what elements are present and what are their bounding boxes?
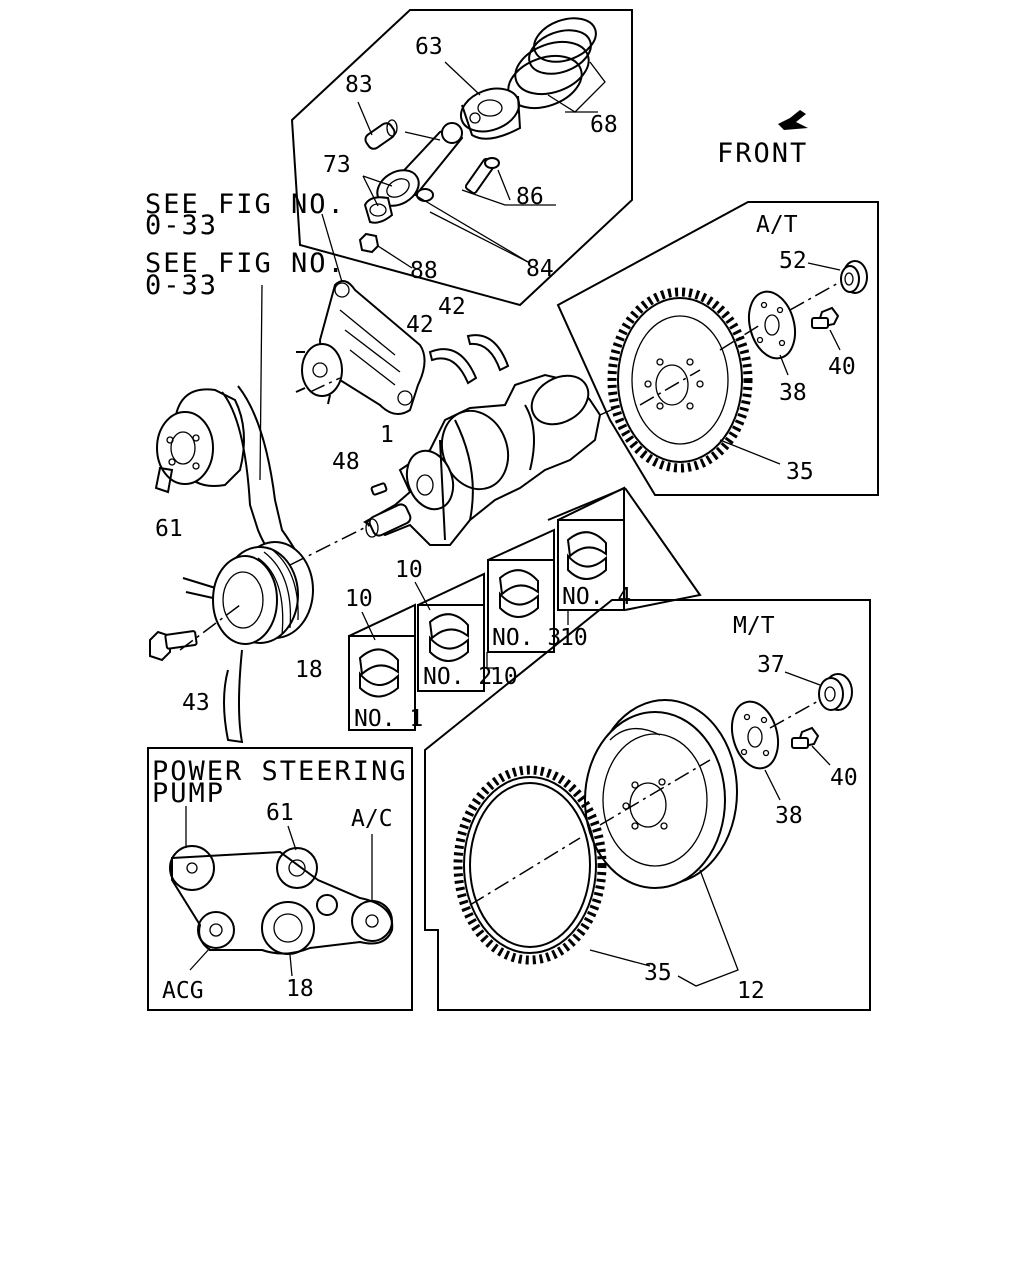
callout-84: 84 [526, 256, 554, 282]
crank-key [370, 482, 388, 496]
bearing-shell-no3 [498, 569, 539, 618]
callout-61: 61 [155, 516, 183, 542]
callout-mt-37: 37 [757, 652, 785, 678]
callout-10-no4: 10 [560, 625, 588, 651]
at-pilot-bushing [840, 260, 868, 294]
at-drive-plate [607, 287, 753, 473]
front-arrow-icon [778, 110, 808, 130]
bearing-shell-no4 [566, 531, 607, 580]
at-label: A/T [756, 212, 798, 238]
mt-flywheel [584, 699, 738, 889]
callout-86: 86 [516, 184, 544, 210]
callout-10-no2: 10 [395, 557, 423, 583]
bearing-shell-no1 [358, 648, 399, 698]
callout-10-no1: 10 [345, 586, 373, 612]
crank-pulley-upper [154, 388, 245, 494]
at-group: A/T [556, 201, 879, 496]
crank-pulley-inset [261, 901, 315, 955]
acg-pulley [197, 911, 235, 949]
callout-mt-38: 38 [775, 803, 803, 829]
callout-at-38: 38 [779, 380, 807, 406]
ac-label: A/C [351, 806, 393, 832]
bearing-no4-label: NO. 4 [562, 584, 631, 610]
crank-bolt [149, 630, 198, 662]
callout-88: 88 [410, 258, 438, 284]
crankshaft [363, 373, 602, 546]
callout-43: 43 [182, 690, 210, 716]
tensioner-pulley [316, 894, 338, 916]
piston-pin [364, 119, 398, 150]
mt-ring-gear [453, 765, 607, 965]
bearing-no2-label: NO. 2 [423, 664, 492, 690]
rod-bolt [464, 157, 500, 195]
see-fig-note-1-line2: 0-33 [145, 210, 218, 241]
connecting-rod [363, 122, 464, 224]
callout-at-35: 35 [786, 459, 814, 485]
callout-at-52: 52 [779, 248, 807, 274]
ps-pump-label-line1: POWER STEERING [152, 756, 408, 787]
water-pump-bracket [295, 280, 426, 415]
ps-pump-label-line2: PUMP [152, 778, 225, 809]
callout-73: 73 [323, 152, 351, 178]
callout-at-40: 40 [828, 354, 856, 380]
callout-mt-35: 35 [644, 960, 672, 986]
ac-compressor-pulley [351, 900, 393, 942]
acg-label: ACG [162, 978, 204, 1004]
callout-mt-40: 40 [830, 765, 858, 791]
see-fig-note-1-line1: SEE FIG NO. [145, 189, 346, 220]
ps-pump-pulley [169, 845, 215, 891]
front-label: FRONT [717, 138, 808, 169]
belt-routing-inset: POWER STEERING PUMP A/C ACG 61 18 [147, 649, 413, 1011]
inset-callout-18: 18 [286, 976, 314, 1002]
mt-flywheel-bolt [791, 726, 820, 749]
callout-10-no3: 10 [490, 664, 518, 690]
callout-18: 18 [295, 657, 323, 683]
see-fig-note-2-line2: 0-33 [145, 270, 218, 301]
bearing-no3-label: NO. 3 [492, 625, 561, 651]
callout-83: 83 [345, 72, 373, 98]
mt-reinforcement-plate [730, 700, 780, 770]
callout-1: 1 [380, 422, 394, 448]
mt-pilot-bearing [818, 673, 853, 711]
mt-group: M/T [424, 599, 871, 1011]
thrust-washers [428, 334, 510, 385]
callout-68: 68 [590, 112, 618, 138]
main-bearings: NO. 1 NO. 2 NO. 3 NO. 4 [348, 486, 702, 732]
bearing-shell-no2 [428, 613, 469, 662]
callout-63: 63 [415, 34, 443, 60]
callout-42-lower: 42 [406, 312, 434, 338]
piston-rod-group [290, 9, 633, 307]
bearing-no1-label: NO. 1 [354, 706, 423, 732]
callout-mt-12: 12 [737, 978, 765, 1004]
mt-label: M/T [733, 613, 775, 639]
callout-48: 48 [332, 449, 360, 475]
at-flywheel-bolt [811, 306, 840, 329]
callout-42-upper: 42 [438, 294, 466, 320]
see-fig-note-2-line1: SEE FIG NO. [145, 248, 346, 279]
at-reinforcement-plate [747, 290, 797, 360]
rod-nut [358, 232, 380, 254]
inset-callout-61: 61 [266, 800, 294, 826]
piston [459, 87, 522, 140]
crank-damper-pulley [212, 541, 314, 645]
